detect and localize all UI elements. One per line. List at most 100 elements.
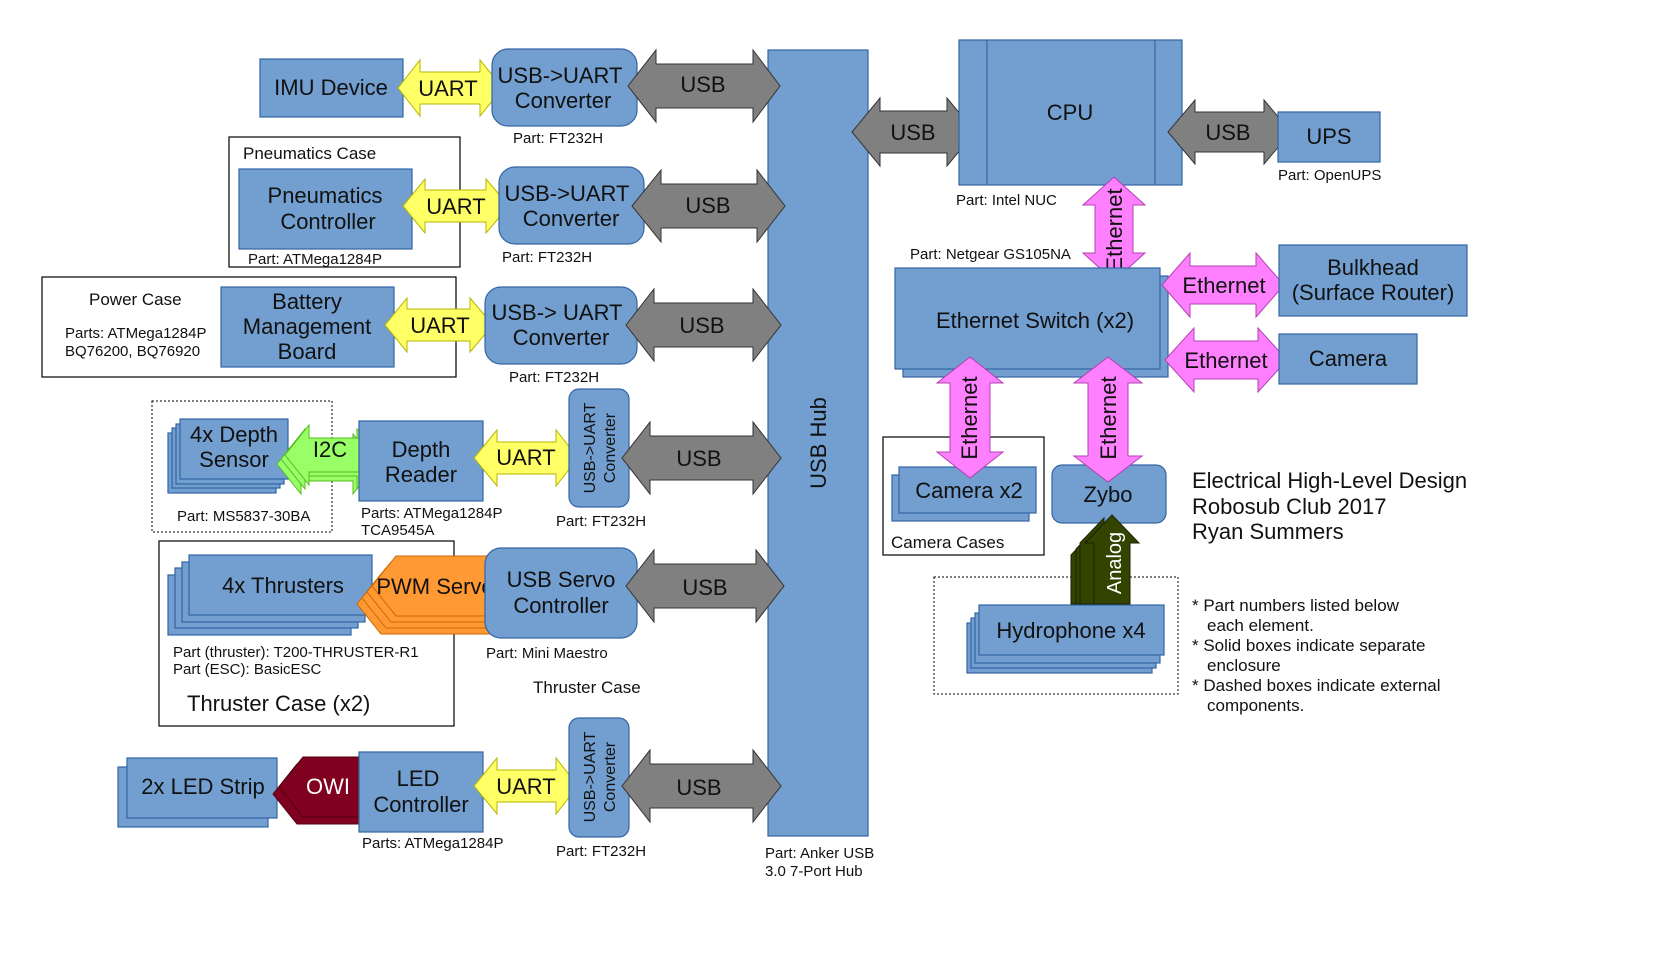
cpu <box>958 39 1183 186</box>
owi-label: OWI <box>306 774 350 799</box>
imu-converter-line-2: Converter <box>515 88 612 113</box>
usb-servo-controller-line-2: Controller <box>513 593 608 618</box>
power-case-parts-1: Parts: ATMega1284P <box>65 325 206 342</box>
depth-reader <box>358 420 484 502</box>
note-line-1: * Part numbers listed below <box>1192 596 1400 615</box>
pneumatics-uart-label: UART <box>426 194 486 219</box>
imu-usb-link <box>627 48 781 124</box>
switch-cameras-ethernet-link <box>935 356 1005 479</box>
switch-zybo-ethernet-link <box>1072 356 1144 483</box>
bmb-line-3: Board <box>278 339 337 364</box>
ups <box>1277 111 1381 163</box>
depth-converter <box>568 388 630 508</box>
hub-cpu-usb-label: USB <box>890 120 935 145</box>
depth-usb-link <box>621 420 782 496</box>
depth-usb-label: USB <box>676 446 721 471</box>
led-usb-label: USB <box>676 775 721 800</box>
bulkhead <box>1278 244 1468 317</box>
ethernet-switch-label: Ethernet Switch (x2) <box>936 308 1134 333</box>
imu-usb-label: USB <box>680 72 725 97</box>
ethernet-switch <box>894 267 1161 370</box>
camera-cases-label: Camera Cases <box>891 533 1004 552</box>
led-converter <box>568 717 630 838</box>
switch-zybo-ethernet-label: Ethernet <box>1096 376 1121 459</box>
led-strip-label: 2x LED Strip <box>141 774 265 799</box>
hydrophone-label: Hydrophone x4 <box>996 618 1145 643</box>
thruster-case-label: Thruster Case (x2) <box>187 691 370 716</box>
imu-uart-label: UART <box>418 76 478 101</box>
pneumatics-converter-part: Part: FT232H <box>502 249 592 266</box>
depth-reader-line-2: Reader <box>385 462 457 487</box>
led-converter-line-2: Converter <box>602 741 619 812</box>
servo-thruster-case-label: Thruster Case <box>533 678 641 697</box>
switch-part: Part: Netgear GS105NA <box>910 246 1071 263</box>
camera-x2-label: Camera x2 <box>915 478 1023 503</box>
usb-hub-part-1: Part: Anker USB <box>765 845 874 862</box>
power-case-parts-2: BQ76200, BQ76920 <box>65 343 200 360</box>
bulkhead-line-1: Bulkhead <box>1327 255 1419 280</box>
title-line-2: Robosub Club 2017 <box>1192 494 1386 519</box>
led-converter-line-1: USB->UART <box>582 731 599 822</box>
bmb-line-1: Battery <box>272 289 342 314</box>
led-controller-line-2: Controller <box>373 792 468 817</box>
depth-sensor-line-2: Sensor <box>199 447 269 472</box>
analog-label: Analog <box>1104 532 1126 594</box>
led-controller-part: Parts: ATMega1284P <box>362 835 503 852</box>
hydrophone <box>978 604 1165 656</box>
pwm-servo-label: PWM Servo <box>376 574 493 599</box>
title-line-3: Ryan Summers <box>1192 519 1344 544</box>
pneumatics-converter-line-1: USB->UART <box>505 181 630 206</box>
depth-reader-part-1: Parts: ATMega1284P <box>361 505 502 522</box>
usb-servo-controller-line-1: USB Servo <box>507 567 616 592</box>
power-usb-link <box>625 287 782 363</box>
thruster-usb-link <box>625 548 785 624</box>
imu-converter-line-1: USB->UART <box>498 63 623 88</box>
pneumatics-converter-line-2: Converter <box>523 206 620 231</box>
usb-servo-controller-part: Part: Mini Maestro <box>486 645 608 662</box>
camera <box>1278 333 1418 385</box>
power-converter-line-2: Converter <box>513 325 610 350</box>
power-converter-line-1: USB-> UART <box>491 300 622 325</box>
power-uart-label: UART <box>410 313 470 338</box>
pneumatics-controller-part: Part: ATMega1284P <box>248 251 382 268</box>
usb-hub <box>767 49 869 837</box>
bmb-line-2: Management <box>243 314 371 339</box>
cpu-label: CPU <box>1047 100 1093 125</box>
cpu-ups-usb-label: USB <box>1205 120 1250 145</box>
pneumatics-usb-label: USB <box>685 193 730 218</box>
power-usb-label: USB <box>679 313 724 338</box>
hydrophone-zybo-analog-link <box>1083 514 1141 605</box>
imu-device-label: IMU Device <box>274 75 388 100</box>
pneumatics-controller-line-2: Controller <box>280 209 375 234</box>
ups-label: UPS <box>1306 124 1351 149</box>
depth-converter-part: Part: FT232H <box>556 513 646 530</box>
led-uart-label: UART <box>496 774 556 799</box>
pneumatics-case-label: Pneumatics Case <box>243 144 376 163</box>
note-line-4: enclosure <box>1207 656 1281 675</box>
ups-part: Part: OpenUPS <box>1278 167 1381 184</box>
thrusters-part-1: Part (thruster): T200-THRUSTER-R1 <box>173 644 419 661</box>
note-line-5: * Dashed boxes indicate external <box>1192 676 1441 695</box>
title-line-1: Electrical High-Level Design <box>1192 468 1467 493</box>
i2c-label: I2C <box>313 437 347 462</box>
usb-hub-part-2: 3.0 7-Port Hub <box>765 863 863 880</box>
note-line-2: each element. <box>1207 616 1314 635</box>
thruster-usb-label: USB <box>682 575 727 600</box>
depth-converter-line-1: USB->UART <box>582 402 599 493</box>
usb-hub-label: USB Hub <box>806 397 831 489</box>
led-strip <box>126 757 278 819</box>
depth-sensor-line-1: 4x Depth <box>190 422 278 447</box>
depth-converter-line-2: Converter <box>602 412 619 483</box>
hydrophone-external <box>933 576 1179 695</box>
switch-camera-ethernet-label: Ethernet <box>1184 348 1267 373</box>
bulkhead-line-2: (Surface Router) <box>1292 280 1455 305</box>
switch-cameras-ethernet-label: Ethernet <box>957 376 982 459</box>
imu-converter-part: Part: FT232H <box>513 130 603 147</box>
cpu-switch-ethernet-label: Ethernet <box>1102 188 1127 271</box>
camera-label: Camera <box>1309 346 1388 371</box>
depth-reader-part-2: TCA9545A <box>361 522 434 539</box>
thrusters-label: 4x Thrusters <box>222 573 344 598</box>
thrusters <box>188 554 373 616</box>
led-usb-link <box>621 748 782 824</box>
